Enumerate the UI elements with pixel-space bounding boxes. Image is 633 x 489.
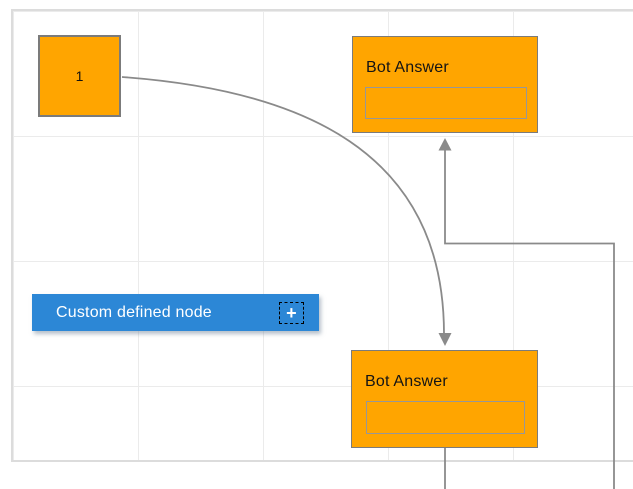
bot-answer-title: Bot Answer (366, 59, 449, 76)
node-start[interactable]: 1 (38, 35, 121, 117)
node-start-label: 1 (75, 68, 84, 84)
node-custom-defined[interactable]: Custom defined node + (32, 294, 319, 331)
bot-answer-title: Bot Answer (365, 373, 448, 390)
add-button[interactable]: + (279, 302, 304, 324)
plus-icon: + (286, 303, 297, 323)
node-bot-answer-bottom[interactable]: Bot Answer (351, 350, 538, 448)
bot-answer-field[interactable] (366, 401, 525, 434)
node-bot-answer-top[interactable]: Bot Answer (352, 36, 538, 133)
bot-answer-field[interactable] (365, 87, 527, 119)
custom-node-label: Custom defined node (56, 303, 212, 321)
